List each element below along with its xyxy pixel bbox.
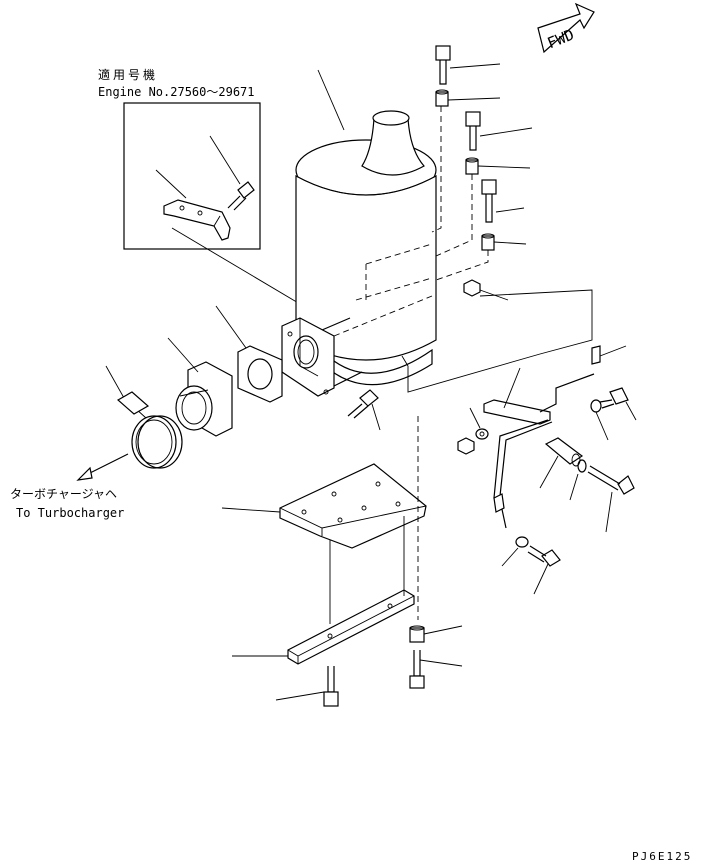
turbo-direction: ターボチャージャヘ To Turbocharger	[10, 453, 129, 520]
fwd-arrow: FWD	[537, 2, 595, 54]
inset-engine-range: Engine No.27560～29671	[98, 85, 255, 99]
turbo-label-jp: ターボチャージャヘ	[10, 487, 117, 501]
drawing-code: PJ6E125	[632, 850, 692, 863]
bottom-hardware	[275, 625, 463, 707]
mounting-plate	[221, 416, 427, 620]
gasket	[215, 305, 283, 403]
mounting-hardware	[431, 45, 533, 301]
inset-title: 適用号機	[98, 67, 158, 82]
inset-panel: 適用号機 Engine No.27560～29671	[98, 67, 301, 305]
clamp-rings	[105, 365, 183, 469]
outlet-elbow	[167, 337, 233, 437]
support-channel	[232, 516, 415, 665]
leader-cap	[317, 69, 345, 131]
air-cleaner-body	[281, 110, 437, 397]
turbo-label-en: To Turbocharger	[16, 506, 124, 520]
bracket-assembly	[401, 289, 637, 595]
body-bolt	[347, 389, 381, 431]
